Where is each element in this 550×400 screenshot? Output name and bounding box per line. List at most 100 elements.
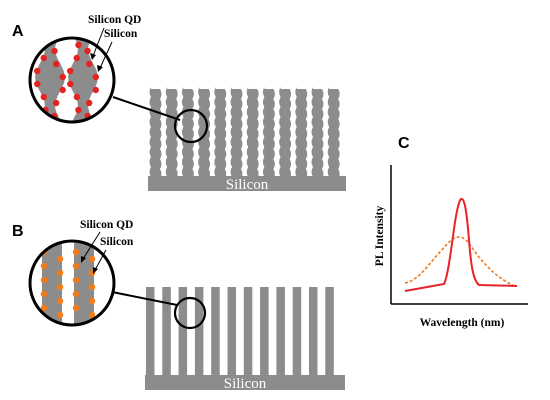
quantum-dot bbox=[88, 255, 96, 263]
magnified-nanowire bbox=[42, 241, 62, 325]
panel-c-narrow-red-curve bbox=[404, 197, 518, 292]
magnified-nanowire bbox=[68, 38, 98, 122]
quantum-dot bbox=[67, 67, 74, 75]
nanowire bbox=[214, 87, 227, 179]
quantum-dot bbox=[40, 276, 48, 284]
panel-c-broad-orange-curve bbox=[404, 236, 516, 287]
panel-b-qd-arrowhead bbox=[81, 256, 86, 263]
quantum-dot bbox=[40, 54, 47, 62]
panel-a-base-label: Silicon bbox=[226, 177, 269, 193]
quantum-dot bbox=[34, 80, 41, 88]
panel-b-qd-label: Silicon QD bbox=[80, 219, 133, 231]
panel-a-letter: A bbox=[12, 23, 24, 40]
quantum-dot bbox=[34, 67, 41, 75]
panel-c-y-label: PL Intensity bbox=[374, 206, 386, 267]
panel-b-silicon-base bbox=[145, 375, 345, 390]
quantum-dot bbox=[92, 73, 99, 81]
nanowire bbox=[227, 287, 236, 376]
nanowire bbox=[178, 287, 188, 376]
panel-b-silicon-arrow bbox=[94, 249, 107, 271]
nanowire bbox=[327, 87, 340, 179]
quantum-dot bbox=[88, 283, 96, 291]
quantum-dot bbox=[73, 93, 81, 101]
nanowire bbox=[309, 287, 318, 376]
quantum-dot bbox=[52, 99, 60, 107]
quantum-dot bbox=[67, 80, 74, 88]
panel-b-silicon-label: Silicon bbox=[100, 236, 134, 248]
panel-b-silicon-arrowhead bbox=[93, 267, 98, 274]
panel-a-magnified-view bbox=[28, 36, 116, 124]
quantum-dot bbox=[59, 86, 66, 94]
panel-b-wire-array bbox=[146, 287, 334, 376]
panel-c: C PL Intensity Wavelength (nm) bbox=[374, 135, 528, 329]
panel-a-silicon-arrowhead bbox=[97, 65, 103, 72]
quantum-dot bbox=[88, 297, 96, 305]
nanowire bbox=[194, 287, 204, 376]
quantum-dot bbox=[85, 99, 93, 107]
panel-a-silicon-arrow bbox=[99, 41, 113, 69]
nanowire bbox=[198, 87, 211, 179]
panel-b-letter: B bbox=[12, 223, 24, 240]
nanowire bbox=[211, 287, 220, 376]
quantum-dot bbox=[40, 304, 48, 312]
nanowire bbox=[162, 287, 171, 376]
panel-a-silicon-base bbox=[148, 176, 346, 191]
magnified-nanowire bbox=[74, 241, 94, 325]
nanowire bbox=[230, 87, 243, 179]
quantum-dot bbox=[56, 255, 64, 263]
panel-b-qd-arrow bbox=[82, 231, 101, 260]
magnified-nanowire bbox=[35, 38, 65, 122]
nanowire bbox=[279, 87, 292, 179]
quantum-dot bbox=[51, 47, 58, 55]
quantum-dot bbox=[73, 54, 80, 62]
nanowire bbox=[181, 87, 194, 179]
quantum-dot bbox=[56, 311, 64, 319]
panel-b: B Silicon Silicon QD Silicon bbox=[12, 219, 345, 392]
panel-a-wire-array bbox=[149, 87, 340, 179]
quantum-dot bbox=[53, 60, 60, 68]
nanowire bbox=[243, 287, 253, 376]
panel-a-qd-label: Silicon QD bbox=[88, 14, 141, 26]
quantum-dot bbox=[75, 41, 82, 49]
nanowire bbox=[246, 87, 259, 179]
nanowire bbox=[149, 87, 162, 179]
panel-a-qd-arrow bbox=[92, 27, 105, 57]
nanowire bbox=[262, 87, 275, 179]
panel-c-x-label: Wavelength (nm) bbox=[420, 317, 505, 329]
nanowire bbox=[311, 87, 324, 179]
panel-a: A Silicon Silicon QD Silicon bbox=[12, 14, 346, 193]
quantum-dot bbox=[72, 290, 80, 298]
panel-b-magnified-view bbox=[28, 239, 116, 327]
quantum-dot bbox=[72, 248, 80, 256]
panel-b-zoom-marker bbox=[173, 296, 207, 330]
quantum-dot bbox=[84, 47, 91, 55]
nanowire bbox=[165, 87, 178, 179]
quantum-dot bbox=[40, 262, 48, 270]
quantum-dot bbox=[56, 269, 64, 277]
panel-b-zoom-connector bbox=[111, 291, 178, 306]
quantum-dot bbox=[86, 60, 93, 68]
panel-c-letter: C bbox=[398, 135, 410, 152]
quantum-dot bbox=[56, 283, 64, 291]
nanowire bbox=[260, 287, 269, 376]
quantum-dot bbox=[88, 311, 96, 319]
panel-a-qd-arrowhead bbox=[90, 53, 96, 60]
quantum-dot bbox=[92, 86, 99, 94]
nanowire bbox=[276, 287, 285, 376]
quantum-dot bbox=[72, 262, 80, 270]
nanowire bbox=[146, 287, 155, 376]
nanowire bbox=[292, 287, 302, 376]
quantum-dot bbox=[75, 106, 82, 114]
panel-b-base-label: Silicon bbox=[224, 376, 267, 392]
nanowire bbox=[295, 87, 308, 179]
quantum-dot bbox=[72, 276, 80, 284]
quantum-dot bbox=[59, 73, 66, 81]
panel-a-silicon-label: Silicon bbox=[104, 28, 138, 40]
nanowire bbox=[325, 287, 334, 376]
panel-a-zoom-marker bbox=[173, 108, 209, 144]
quantum-dot bbox=[56, 297, 64, 305]
panel-a-zoom-connector bbox=[112, 96, 181, 121]
quantum-dot bbox=[40, 93, 48, 101]
quantum-dot bbox=[72, 304, 80, 312]
